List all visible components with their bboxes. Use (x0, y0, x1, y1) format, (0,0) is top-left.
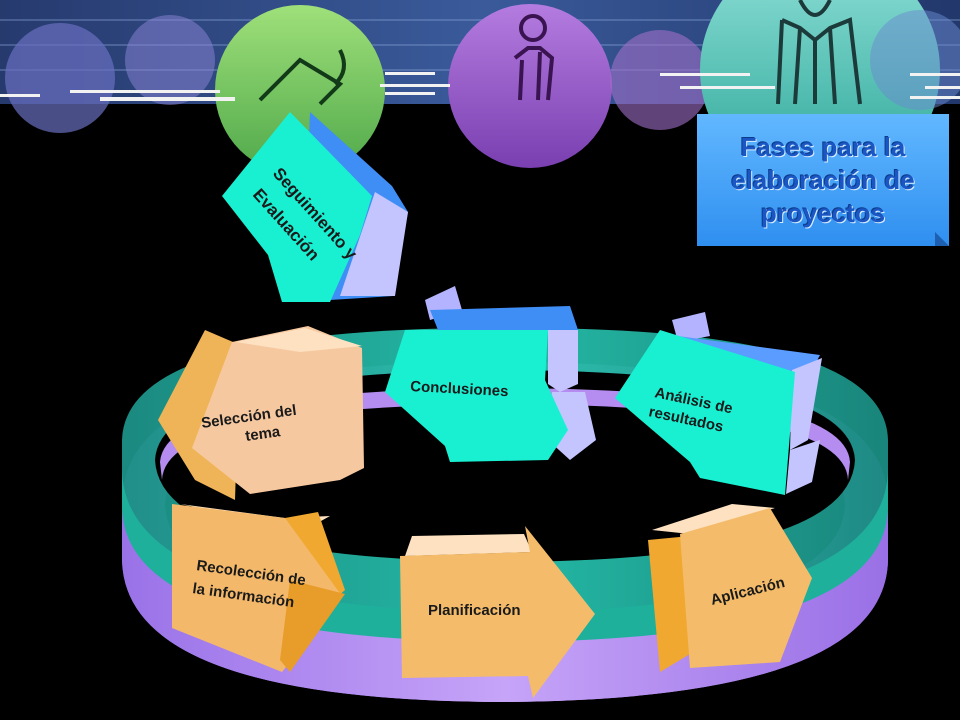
phase-planificacion: Planificación (400, 526, 595, 698)
phase-seleccion-tema: Selección del tema (158, 326, 364, 500)
phase-analisis-resultados: Análisis de resultados (615, 312, 822, 495)
banner-circle-green (215, 5, 385, 175)
phase-conclusiones: Conclusiones (385, 286, 596, 462)
svg-text:tema: tema (244, 423, 282, 445)
phase-aplicacion: Aplicación (648, 504, 812, 672)
banner-lines (0, 72, 960, 101)
title-box-fold (935, 232, 949, 246)
phase-recoleccion-informacion: Recolección de la información (172, 504, 345, 672)
seleccion-label-line2: tema (244, 423, 282, 445)
conclusiones-label: Conclusiones (410, 378, 509, 400)
title-box: Fases para la elaboración de proyectos (697, 114, 949, 246)
person-figure-icon (776, 0, 862, 105)
person-figure-icon (513, 14, 555, 101)
banner-circle-blue (5, 23, 115, 133)
page-title: Fases para la elaboración de proyectos (731, 131, 915, 228)
header-banner (0, 0, 960, 190)
banner-circle-purple (448, 4, 612, 168)
computer-mouse-icon (258, 49, 346, 106)
planificacion-label: Planificación (428, 602, 521, 619)
